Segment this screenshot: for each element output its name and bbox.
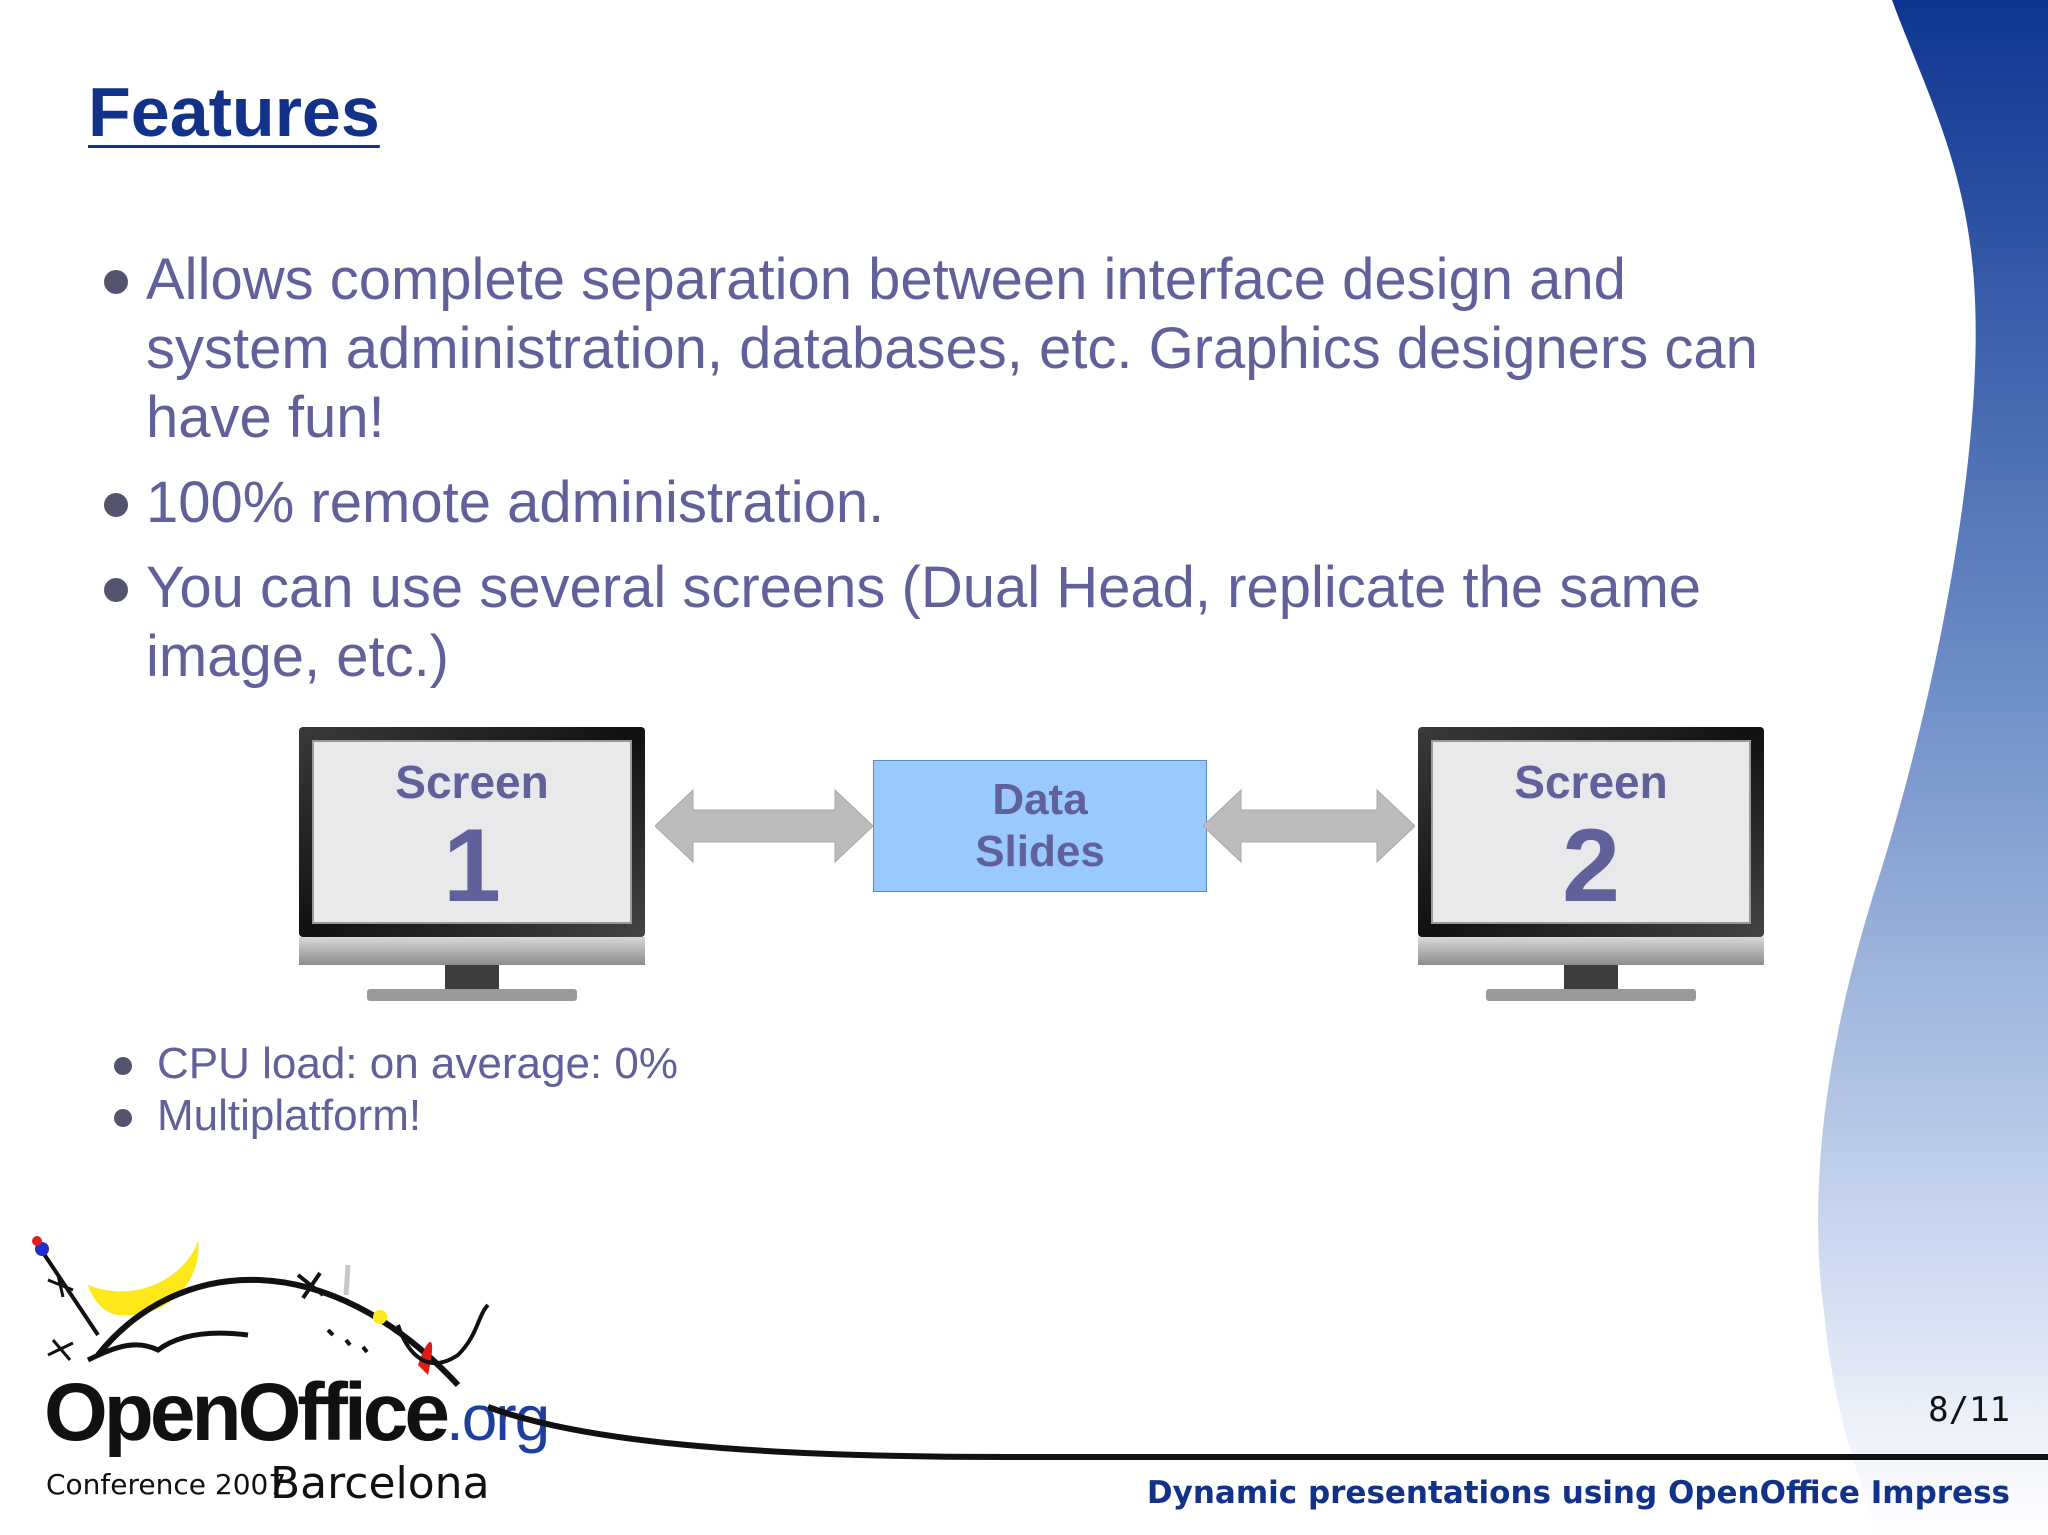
small-bullet-item: Multiplatform! xyxy=(112,1090,678,1142)
bullet-item: You can use several screens (Dual Head, … xyxy=(98,553,1818,691)
monitor-icon xyxy=(299,727,645,1001)
slide-title: Features xyxy=(88,73,380,151)
data-box-line-1: Data xyxy=(992,775,1088,824)
bullet-item: Allows complete separation between inter… xyxy=(98,245,1818,452)
monitor-icon xyxy=(1418,727,1764,1001)
double-arrow-icon xyxy=(1203,788,1415,864)
main-bullet-list: Allows complete separation between inter… xyxy=(98,245,1818,707)
screen-2-label: Screen xyxy=(1514,756,1668,808)
screen-1-label: Screen xyxy=(395,756,549,808)
bullet-item: 100% remote administration. xyxy=(98,468,1818,537)
bullet-text: 100% remote administration. xyxy=(146,470,885,535)
conference-logo-artwork xyxy=(32,1236,490,1388)
small-bullet-item: CPU load: on average: 0% xyxy=(112,1038,678,1090)
footer-swoosh-line xyxy=(488,1404,2048,1460)
bullet-dot-icon xyxy=(114,1109,132,1127)
small-bullet-text: CPU load: on average: 0% xyxy=(157,1039,678,1088)
conference-city: Barcelona xyxy=(270,1458,490,1509)
secondary-bullet-list: CPU load: on average: 0% Multiplatform! xyxy=(112,1038,678,1142)
data-box-line-2: Slides xyxy=(975,827,1105,876)
conference-year: Conference 2007 xyxy=(46,1468,287,1501)
bullet-dot-icon xyxy=(114,1057,132,1075)
screen-1-monitor: Screen 1 xyxy=(297,727,647,1007)
bullet-text: Allows complete separation between inter… xyxy=(146,247,1758,450)
brand-logo-text: OpenOffice.org xyxy=(44,1372,550,1454)
bullet-dot-icon xyxy=(104,270,128,294)
bullet-text: You can use several screens (Dual Head, … xyxy=(146,555,1702,689)
screen-2-number: 2 xyxy=(1562,808,1620,924)
screen-1-number: 1 xyxy=(443,808,501,924)
screen-2-monitor: Screen 2 xyxy=(1416,727,1766,1007)
small-bullet-text: Multiplatform! xyxy=(157,1091,422,1140)
data-slides-box: Data Slides xyxy=(873,760,1207,892)
page-number: 8/11 xyxy=(1928,1390,2010,1430)
bullet-dot-icon xyxy=(104,578,128,602)
double-arrow-icon xyxy=(655,788,873,864)
bullet-dot-icon xyxy=(104,493,128,517)
footer-caption: Dynamic presentations using OpenOffice I… xyxy=(1146,1475,2010,1511)
brand-main: OpenOffice xyxy=(44,1367,450,1458)
